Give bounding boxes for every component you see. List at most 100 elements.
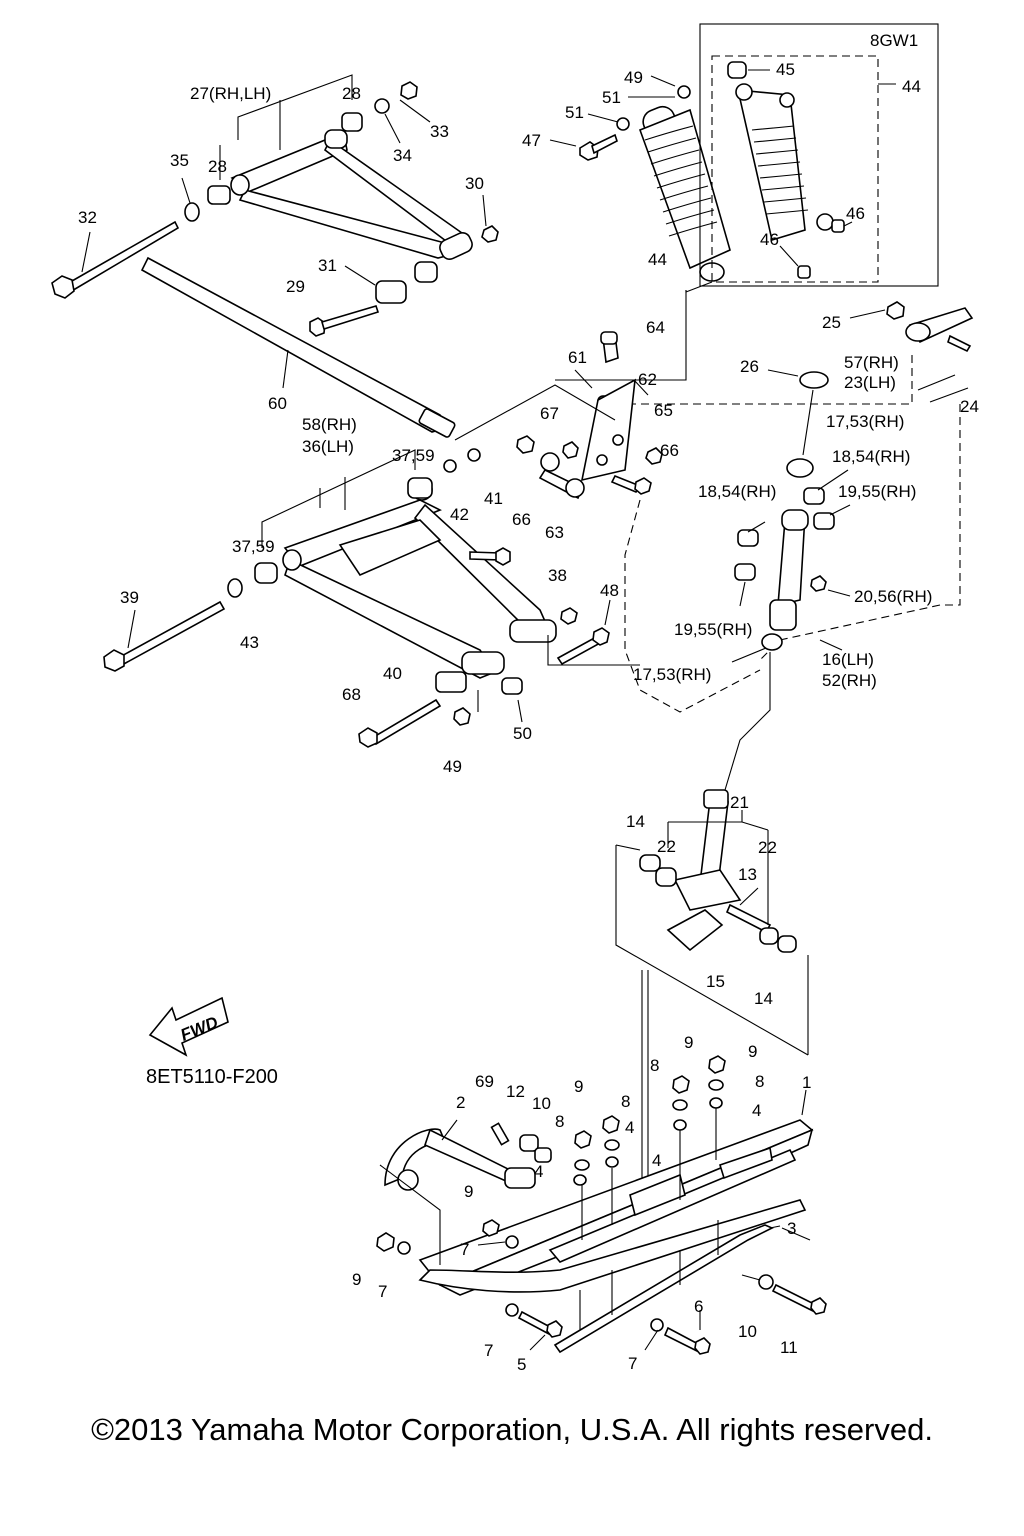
callout-60: 60 <box>268 394 287 413</box>
figure-code: 8ET5110-F200 <box>146 1066 278 1088</box>
callout-19-55: 19,55(RH) <box>838 482 916 501</box>
callout-4: 4 <box>752 1101 761 1120</box>
callout-15: 15 <box>706 972 725 991</box>
callout-8: 8 <box>650 1056 659 1075</box>
callout-63: 63 <box>545 523 564 542</box>
ski-column <box>615 789 809 1180</box>
callout-7: 7 <box>460 1240 469 1259</box>
callout-18-54: 18,54(RH) <box>698 482 776 501</box>
callout-10: 10 <box>738 1322 757 1341</box>
callout-38: 38 <box>548 566 567 585</box>
callout-9: 9 <box>352 1270 361 1289</box>
callout-14: 14 <box>754 989 773 1008</box>
callout-13: 13 <box>738 865 757 884</box>
callout-40: 40 <box>383 664 402 683</box>
callout-20-56: 20,56(RH) <box>854 587 932 606</box>
fwd-arrow-icon: FWD <box>148 996 229 1057</box>
callout-52: 52(RH) <box>822 671 877 690</box>
callout-58: 58(RH) <box>302 415 357 434</box>
callout-25: 25 <box>822 313 841 332</box>
callout-37-59: 37,59 <box>392 446 435 465</box>
inset-8gw1 <box>699 23 939 287</box>
callout-43: 43 <box>240 633 259 652</box>
callout-68: 68 <box>342 685 361 704</box>
callout-27: 27(RH,LH) <box>190 84 271 103</box>
callout-labels: 27(RH,LH) 28 28 33 34 35 30 32 31 29 60 … <box>78 31 979 1374</box>
callout-33: 33 <box>430 122 449 141</box>
callout-4: 4 <box>534 1162 543 1181</box>
callout-62: 62 <box>638 370 657 389</box>
callout-6: 6 <box>694 1297 703 1316</box>
callout-67: 67 <box>540 404 559 423</box>
lower-a-arm <box>103 435 640 748</box>
callout-8: 8 <box>755 1072 764 1091</box>
callout-36: 36(LH) <box>302 437 354 456</box>
callout-42: 42 <box>450 505 469 524</box>
callout-22: 22 <box>657 837 676 856</box>
callout-1: 1 <box>802 1073 811 1092</box>
callout-12: 12 <box>506 1082 525 1101</box>
callout-69: 69 <box>475 1072 494 1091</box>
callout-61: 61 <box>568 348 587 367</box>
callout-37-59: 37,59 <box>232 537 275 556</box>
callout-4: 4 <box>625 1118 634 1137</box>
upper-a-arm <box>51 74 499 438</box>
callout-57: 57(RH) <box>844 353 899 372</box>
callout-24: 24 <box>960 397 979 416</box>
copyright-notice: ©2013 Yamaha Motor Corporation, U.S.A. A… <box>91 1412 933 1447</box>
callout-17-53: 17,53(RH) <box>633 665 711 684</box>
callout-3: 3 <box>787 1219 796 1238</box>
callout-21: 21 <box>730 793 749 812</box>
callout-30: 30 <box>465 174 484 193</box>
ski-assembly <box>376 1055 827 1355</box>
callout-31: 31 <box>318 256 337 275</box>
callout-14: 14 <box>626 812 645 831</box>
callout-9: 9 <box>748 1042 757 1061</box>
callout-7: 7 <box>378 1282 387 1301</box>
callout-44: 44 <box>902 77 921 96</box>
link-bracket <box>454 331 663 500</box>
callout-26: 26 <box>740 357 759 376</box>
callout-9: 9 <box>684 1033 693 1052</box>
steering-spindle <box>624 301 974 801</box>
callout-51: 51 <box>565 103 584 122</box>
callout-35: 35 <box>170 151 189 170</box>
callout-4: 4 <box>652 1151 661 1170</box>
callout-29: 29 <box>286 277 305 296</box>
callout-39: 39 <box>120 588 139 607</box>
callout-65: 65 <box>654 401 673 420</box>
callout-7: 7 <box>484 1341 493 1360</box>
callout-46: 46 <box>760 230 779 249</box>
callout-2: 2 <box>456 1093 465 1112</box>
callout-32: 32 <box>78 208 97 227</box>
callout-66: 66 <box>660 441 679 460</box>
callout-22: 22 <box>758 838 777 857</box>
inset-label: 8GW1 <box>870 31 918 50</box>
callout-23: 23(LH) <box>844 373 896 392</box>
callout-28: 28 <box>208 157 227 176</box>
callout-28: 28 <box>342 84 361 103</box>
callout-10: 10 <box>532 1094 551 1113</box>
callout-64: 64 <box>646 318 665 337</box>
callout-34: 34 <box>393 146 412 165</box>
callout-5: 5 <box>517 1355 526 1374</box>
callout-9: 9 <box>464 1182 473 1201</box>
callout-46: 46 <box>846 204 865 223</box>
callout-51: 51 <box>602 88 621 107</box>
callout-17-53: 17,53(RH) <box>826 412 904 431</box>
callout-8: 8 <box>555 1112 564 1131</box>
callout-7: 7 <box>628 1354 637 1373</box>
callout-49: 49 <box>443 757 462 776</box>
callout-18-54: 18,54(RH) <box>832 447 910 466</box>
callout-11: 11 <box>780 1338 798 1357</box>
callout-49: 49 <box>624 68 643 87</box>
callout-45: 45 <box>776 60 795 79</box>
callout-41: 41 <box>484 489 503 508</box>
callout-19-55: 19,55(RH) <box>674 620 752 639</box>
callout-66: 66 <box>512 510 531 529</box>
callout-47: 47 <box>522 131 541 150</box>
callout-44: 44 <box>648 250 667 269</box>
callout-16: 16(LH) <box>822 650 874 669</box>
callout-8: 8 <box>621 1092 630 1111</box>
